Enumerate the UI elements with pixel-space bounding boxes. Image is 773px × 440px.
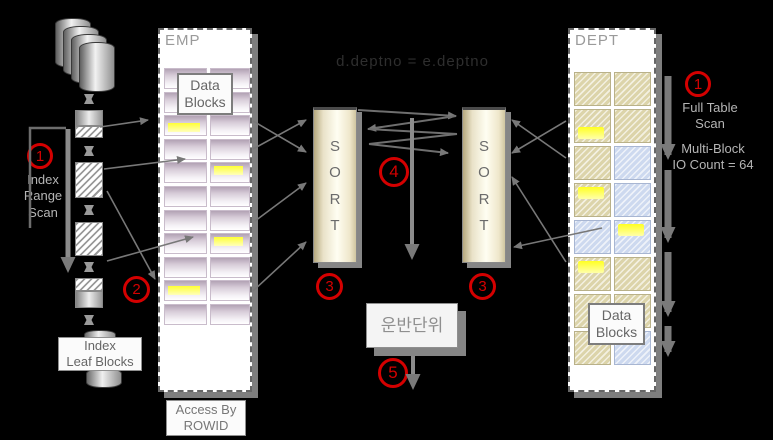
emp-block-cell bbox=[164, 280, 207, 302]
dept-block-cell bbox=[574, 257, 611, 291]
dept-table-title: DEPT bbox=[575, 32, 620, 49]
access-by-rowid-label: Access By ROWID bbox=[166, 400, 246, 436]
emp-block-cell bbox=[210, 256, 250, 278]
highlighted-row bbox=[578, 187, 604, 199]
step-circle-1-left: 1 bbox=[27, 143, 53, 169]
emp-block-cell bbox=[210, 209, 250, 231]
step-circle-2: 2 bbox=[123, 276, 150, 303]
highlighted-row bbox=[618, 224, 644, 236]
highlighted-row bbox=[578, 261, 604, 273]
emp-block-cell bbox=[210, 233, 250, 255]
highlighted-row bbox=[168, 286, 200, 296]
merge-compare-arrows bbox=[357, 109, 458, 157]
dept-block-cell bbox=[614, 109, 651, 143]
dept-block-cell bbox=[614, 146, 651, 180]
index-block-branch-1 bbox=[75, 162, 103, 198]
dept-block-cell bbox=[574, 72, 611, 106]
highlighted-row bbox=[578, 127, 604, 139]
index-block-root bbox=[75, 110, 103, 138]
emp-block-cell bbox=[210, 186, 250, 207]
dept-block-cell bbox=[614, 72, 651, 106]
step-circle-3-right: 3 bbox=[469, 273, 496, 300]
dept-block-cell bbox=[614, 220, 651, 254]
full-table-scan-label: Full Table Scan bbox=[682, 100, 738, 132]
emp-block-cell bbox=[164, 186, 207, 207]
index-block-branch-2 bbox=[75, 222, 103, 256]
step-circle-1-right: 1 bbox=[685, 71, 711, 97]
sort-left-column: SORT bbox=[313, 107, 357, 263]
emp-block-cell bbox=[210, 162, 250, 184]
step-circle-5: 5 bbox=[378, 358, 408, 388]
dept-block-cell bbox=[574, 220, 611, 254]
multi-block-io-label: Multi-Block IO Count = 64 bbox=[672, 141, 754, 173]
index-range-scan-label: Index Range Scan bbox=[23, 172, 63, 220]
join-condition-text: d.deptno = e.deptno bbox=[336, 53, 489, 70]
emp-block-cell bbox=[164, 138, 207, 160]
emp-block-cell bbox=[164, 256, 207, 278]
transport-unit-box: 운반단위 bbox=[366, 303, 458, 348]
emp-table-title: EMP bbox=[165, 32, 201, 49]
emp-block-cell bbox=[210, 280, 250, 302]
sort-right-column: SORT bbox=[462, 107, 506, 263]
dept-block-cell bbox=[614, 183, 651, 217]
dept-block-cell bbox=[574, 146, 611, 180]
index-leaf-blocks-label: Index Leaf Blocks bbox=[58, 337, 142, 371]
sort-left-label: SORT bbox=[329, 138, 341, 234]
dept-block-cell bbox=[574, 109, 611, 143]
index-block-branch-3 bbox=[75, 278, 103, 308]
emp-block-cell bbox=[210, 304, 250, 325]
dept-block-cell bbox=[614, 257, 651, 291]
highlighted-row bbox=[214, 237, 243, 247]
step-circle-3-left: 3 bbox=[316, 273, 343, 300]
emp-to-sort-arrows bbox=[252, 119, 307, 292]
dept-block-cell bbox=[574, 183, 611, 217]
highlighted-row bbox=[214, 166, 243, 176]
cylinder-icon bbox=[86, 368, 122, 388]
emp-block-cell bbox=[210, 138, 250, 160]
emp-block-cell bbox=[164, 304, 207, 325]
emp-block-cell bbox=[164, 115, 207, 137]
highlighted-row bbox=[168, 123, 200, 133]
emp-block-cell bbox=[164, 209, 207, 231]
emp-block-cell bbox=[210, 115, 250, 137]
emp-data-blocks-label: Data Blocks bbox=[177, 73, 233, 115]
sort-right-label: SORT bbox=[478, 138, 490, 234]
dept-data-blocks-label: Data Blocks bbox=[588, 303, 645, 345]
emp-block-cell bbox=[164, 233, 207, 255]
step-circle-4: 4 bbox=[379, 157, 409, 187]
cylinder-icon bbox=[79, 42, 115, 92]
emp-block-cell bbox=[164, 162, 207, 184]
